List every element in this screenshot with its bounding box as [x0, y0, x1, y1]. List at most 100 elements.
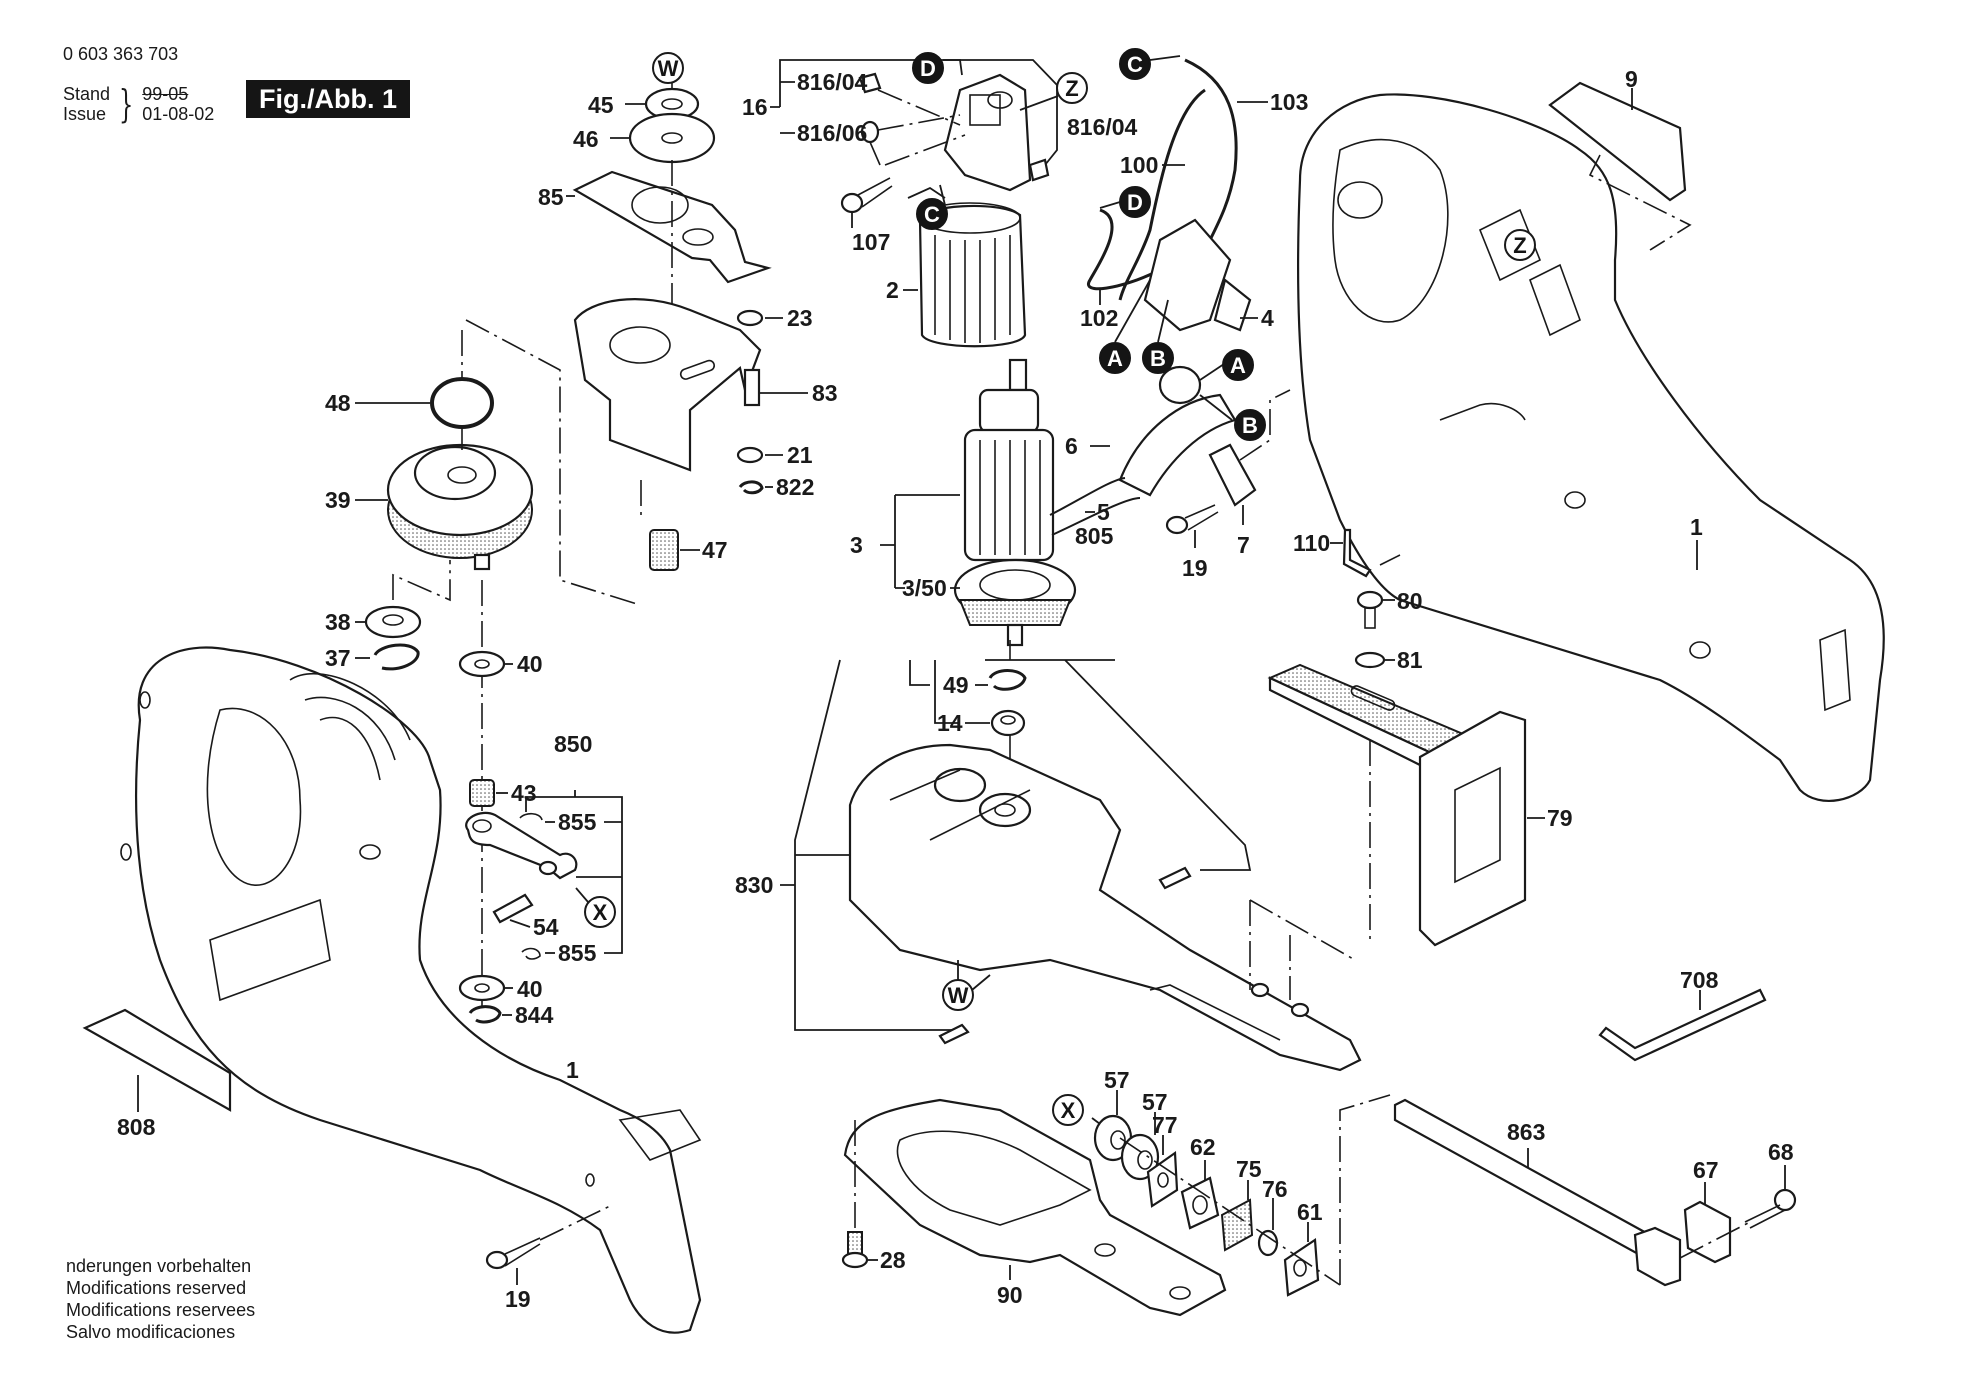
support-plate-83	[573, 298, 808, 472]
pin-830-lower	[938, 1023, 970, 1045]
assembly-line-washer	[392, 560, 451, 602]
callout-19-upper: 19	[1182, 555, 1208, 581]
shoe-79	[1267, 663, 1545, 947]
callout-85: 85	[538, 184, 564, 210]
screw-19-upper	[1165, 504, 1219, 548]
hex-key-708	[1598, 988, 1767, 1062]
callout-23: 23	[787, 305, 813, 331]
callout-81: 81	[1397, 647, 1423, 673]
marker-b-switch: B	[1142, 342, 1174, 374]
bearing-57-a	[1091, 1090, 1133, 1162]
svg-text:B: B	[1242, 413, 1258, 438]
washer-76	[1257, 1198, 1279, 1257]
callout-61: 61	[1297, 1199, 1323, 1225]
callout-855-lower: 855	[558, 940, 597, 966]
clamp-67	[1683, 1182, 1732, 1264]
clip-822	[738, 480, 773, 495]
marker-z-housing: Z	[1504, 229, 1536, 261]
needle-bearing-47	[649, 529, 700, 571]
callout-77: 77	[1152, 1112, 1178, 1138]
callout-830: 830	[735, 872, 773, 898]
gear-39	[355, 443, 534, 571]
callout-110: 110	[1293, 530, 1330, 556]
callout-816-06: 816/06	[797, 120, 867, 146]
assembly-line-clamp-parts	[1119, 1094, 1391, 1286]
callout-1-right: 1	[1690, 514, 1703, 540]
bracket-3	[880, 494, 960, 589]
callout-805: 805	[1075, 523, 1114, 549]
svg-text:D: D	[1127, 190, 1143, 215]
clip-855-lower	[521, 947, 555, 960]
callout-46: 46	[573, 126, 599, 152]
assembly-line-base	[1249, 899, 1356, 1000]
marker-b-cord: B	[1234, 409, 1266, 441]
brush-holder-assembly	[943, 73, 1032, 192]
svg-text:C: C	[924, 202, 940, 227]
callout-68: 68	[1768, 1139, 1794, 1165]
svg-text:X: X	[593, 900, 608, 925]
callout-16: 16	[742, 94, 768, 120]
svg-text:D: D	[920, 56, 936, 81]
notice-line-english: Modifications reserved	[66, 1278, 247, 1298]
washer-21	[736, 446, 783, 464]
callout-40-upper: 40	[517, 651, 543, 677]
block-62	[1180, 1160, 1220, 1230]
callout-3-50: 3/50	[902, 575, 947, 601]
cord-clamp-7	[1208, 443, 1257, 525]
callout-57-a: 57	[1104, 1067, 1130, 1093]
ball-bearing-14	[965, 709, 1026, 737]
callout-47: 47	[702, 537, 728, 563]
bracket-16-ticks	[770, 81, 795, 134]
document-number: 0 603 363 703	[63, 44, 179, 64]
washer-40-upper	[458, 650, 513, 678]
callout-1-left: 1	[566, 1057, 579, 1083]
reference-markers: W W X X Z Z D	[575, 48, 1536, 1126]
marker-w-top: W	[652, 52, 684, 84]
notice-line-spanish: Salvo modificaciones	[66, 1322, 236, 1342]
svg-text:Z: Z	[1513, 233, 1526, 258]
brace-icon: }	[118, 82, 134, 126]
plate-85	[566, 170, 772, 284]
stand-value-struck: 99-05	[142, 84, 189, 104]
callout-102: 102	[1080, 305, 1118, 331]
callout-80: 80	[1397, 588, 1423, 614]
marker-z-brush: Z	[1019, 72, 1088, 111]
marker-x-bearing: X	[1052, 1094, 1084, 1126]
marker-c-brush: C	[907, 184, 948, 230]
callout-28: 28	[880, 1247, 906, 1273]
callout-2: 2	[886, 277, 899, 303]
svg-text:X: X	[1061, 1098, 1076, 1123]
callout-43: 43	[511, 780, 537, 806]
svg-text:W: W	[948, 983, 969, 1008]
callout-855-upper: 855	[558, 809, 597, 835]
screw-107	[840, 177, 893, 228]
plate-77	[1146, 1135, 1179, 1208]
power-cord-5	[1049, 477, 1141, 536]
switch-4	[1143, 218, 1258, 332]
callout-3: 3	[850, 532, 863, 558]
callout-37: 37	[325, 645, 351, 671]
stand-issue-block: Stand Issue } 99-05 01-08-02	[63, 84, 214, 124]
marker-d-brush: D	[912, 52, 963, 84]
plunger-863	[1393, 1098, 1682, 1287]
circlip-844	[468, 1005, 512, 1024]
callout-83: 83	[812, 380, 838, 406]
assembly-line-brushes	[877, 89, 966, 166]
callout-816-04-left: 816/04	[797, 69, 868, 95]
callout-49: 49	[943, 672, 969, 698]
assembly-line-label-9	[1588, 154, 1692, 251]
svg-text:C: C	[1127, 52, 1143, 77]
notice-line-german: nderungen vorbehalten	[66, 1256, 252, 1276]
svg-text:B: B	[1150, 346, 1166, 371]
base-plate-90	[843, 1098, 1227, 1317]
washer-40-lower	[458, 974, 513, 1002]
disc-46	[610, 112, 716, 164]
wire-102	[1086, 208, 1161, 291]
cord-guard-6	[1090, 365, 1237, 497]
callout-103: 103	[1270, 89, 1308, 115]
callout-816-04-right: 816/04	[1067, 114, 1138, 140]
armature-3	[953, 358, 1077, 647]
callout-40-lower: 40	[517, 976, 543, 1002]
screw-68	[1744, 1165, 1797, 1229]
